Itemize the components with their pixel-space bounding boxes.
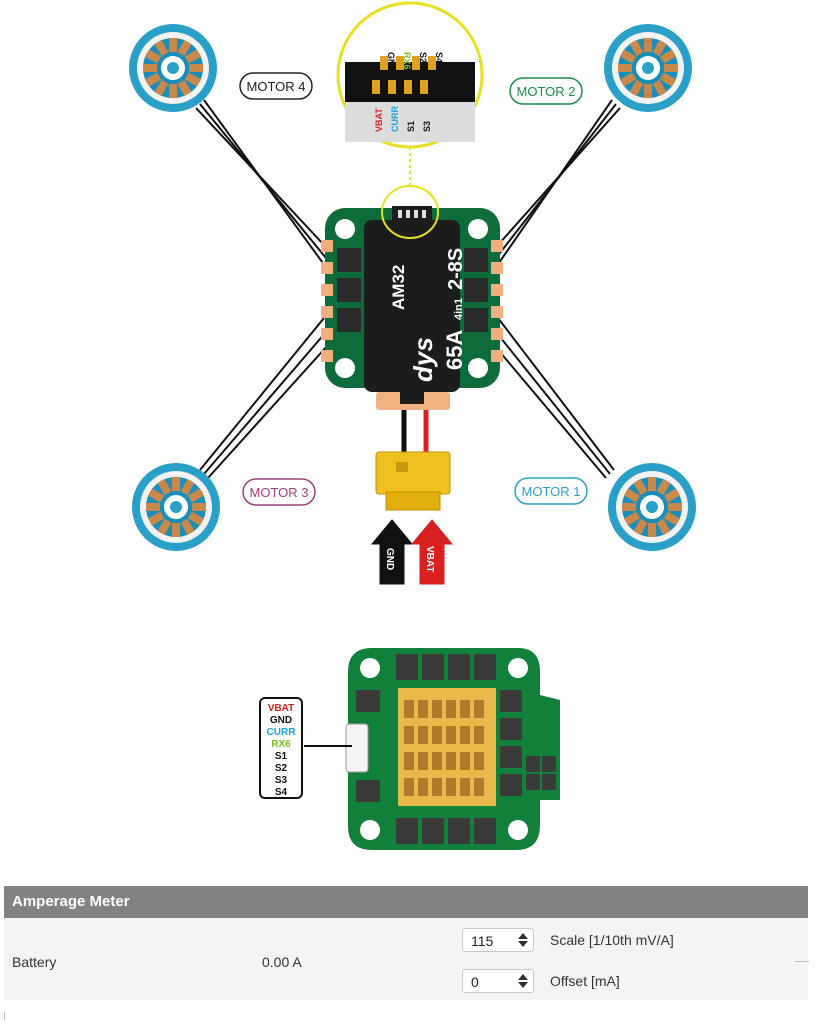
amperage-value: 0.00 A [262,954,302,970]
esc-wiring-diagram: MOTOR 4 MOTOR 2 MOTOR 3 MOTOR 1 GND RX6 … [129,1,696,850]
zoom-pin-s3: S3 [422,121,432,132]
motor-1-label: MOTOR 1 [522,484,581,499]
offset-stepper[interactable]: 0 [462,969,534,993]
pinout-curr: CURR [267,727,297,738]
scale-value: 115 [471,933,494,949]
board-cells: 2-8S [445,248,467,290]
connector-zoom: GND RX6 S2 S4 VBAT CURR S1 S3 [336,1,484,186]
zoom-pin-s2: S2 [418,52,428,63]
divider-tick [4,1012,5,1020]
pinout-rx6: RX6 [271,739,291,750]
pinout-legend: VBAT GND CURR RX6 S1 S2 S3 S4 [259,697,352,799]
scale-decrement-icon[interactable] [518,941,528,947]
offset-increment-icon[interactable] [518,974,528,980]
scale-spin-icon[interactable] [517,931,529,949]
motor-4-icon [129,24,217,112]
zoom-pin-vbat: VBAT [374,108,384,132]
divider [795,961,809,962]
pinout-s1: S1 [275,751,288,762]
zoom-pin-rx6: RX6 [402,52,412,70]
pinout-s4: S4 [275,787,288,798]
motor-2-icon [604,24,692,112]
board-brand: dys [408,337,438,382]
offset-decrement-icon[interactable] [518,982,528,988]
offset-value: 0 [471,974,479,990]
scale-stepper[interactable]: 115 [462,928,534,952]
pinout-s2: S2 [275,763,288,774]
motor-wires [195,99,621,479]
power-lead [375,410,451,511]
board-model: AM32 [389,265,408,310]
motor-4-label: MOTOR 4 [247,79,306,94]
zoom-pin-gnd: GND [386,52,396,73]
esc-board-bottom [345,648,560,850]
motor-3-label: MOTOR 3 [250,485,309,500]
battery-label: Battery [12,954,57,970]
power-arrows: GND VBAT [370,519,454,585]
board-rating: 65A [442,330,467,370]
zoom-pin-s4: S4 [434,52,444,63]
pinout-vbat: VBAT [268,703,294,714]
vbat-arrow-label: VBAT [424,546,435,572]
offset-label: Offset [mA] [550,973,620,989]
gnd-arrow-label: GND [384,548,395,570]
esc-board: dys AM32 65A 4in1 2-8S [321,185,503,410]
motor-1-icon [608,463,696,551]
amperage-meter-panel: Amperage Meter Battery 0.00 A 115 Scale … [4,886,808,1000]
pinout-gnd: GND [270,715,292,726]
scale-label: Scale [1/10th mV/A] [550,932,674,948]
amperage-meter-body: Battery 0.00 A 115 Scale [1/10th mV/A] 0… [4,918,808,1000]
motor-3-icon [132,463,220,551]
zoom-pin-curr: CURR [390,106,400,132]
motor-2-label: MOTOR 2 [517,84,576,99]
zoom-pin-s1: S1 [406,121,416,132]
offset-spin-icon[interactable] [517,972,529,990]
pinout-s3: S3 [275,775,288,786]
scale-increment-icon[interactable] [518,933,528,939]
amperage-meter-title: Amperage Meter [4,886,808,918]
board-type: 4in1 [453,298,465,320]
